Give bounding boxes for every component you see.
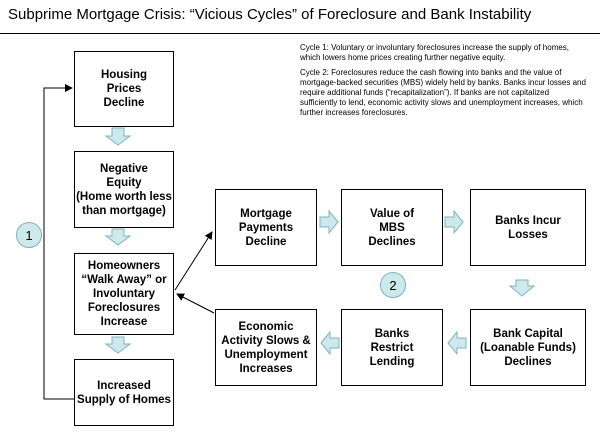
right-arrow-payments-to-mbs [319, 209, 339, 235]
housing-prices-decline-box: Housing Prices Decline [74, 51, 174, 127]
negative-equity-box: Negative Equity (Home worth less than mo… [74, 151, 174, 228]
cycle-1-number: 1 [25, 227, 33, 243]
negative-equity-label: Negative Equity (Home worth less than mo… [76, 162, 172, 217]
banks-incur-losses-box: Banks Incur Losses [470, 189, 586, 266]
mbs-value-declines-box: Value of MBS Declines [341, 189, 443, 266]
bank-capital-declines-box: Bank Capital (Loanable Funds) Declines [470, 309, 586, 386]
down-arrow-prices-to-equity [104, 127, 132, 146]
walk-away-to-payments-arrow [174, 231, 213, 291]
economic-activity-label: Economic Activity Slows & Unemployment I… [221, 320, 311, 375]
housing-prices-label: Housing Prices Decline [101, 69, 147, 109]
cycle-2-note: Cycle 2: Foreclosures reduce the cash fl… [300, 68, 586, 117]
economic-to-walk-away-arrow [176, 293, 215, 314]
cycle-1-marker: 1 [16, 222, 42, 248]
cycle-notes: Cycle 1: Voluntary or involuntary forecl… [300, 43, 588, 123]
cycle-2-marker: 2 [380, 272, 406, 298]
diagram-title: Subprime Mortgage Crisis: “Vicious Cycle… [8, 6, 532, 23]
title-divider [0, 33, 600, 34]
right-arrow-mbs-to-losses [444, 209, 464, 235]
increased-supply-label: Increased Supply of Homes [77, 379, 171, 406]
down-arrow-walk-away-to-supply [104, 336, 132, 354]
walk-away-label: Homeowners “Walk Away” or Involuntary Fo… [81, 260, 167, 328]
cycle-2-number: 2 [389, 277, 397, 293]
down-arrow-losses-to-capital [508, 279, 536, 297]
left-arrow-capital-to-restrict [447, 330, 467, 356]
restrict-lending-label: Banks Restrict Lending [369, 327, 415, 368]
banks-losses-label: Banks Incur Losses [495, 214, 561, 241]
mortgage-payments-label: Mortgage Payments Decline [238, 207, 294, 248]
cycle-1-note: Cycle 1: Voluntary or involuntary forecl… [300, 43, 570, 62]
cycle-1-feedback-line [43, 84, 74, 400]
mbs-label: Value of MBS Declines [368, 207, 416, 248]
mortgage-payments-decline-box: Mortgage Payments Decline [215, 189, 317, 266]
walk-away-foreclosures-box: Homeowners “Walk Away” or Involuntary Fo… [74, 253, 174, 335]
economic-activity-slows-box: Economic Activity Slows & Unemployment I… [215, 309, 317, 386]
down-arrow-equity-to-walk-away [104, 228, 132, 246]
banks-restrict-lending-box: Banks Restrict Lending [341, 309, 443, 386]
left-arrow-restrict-to-economic [320, 330, 340, 356]
bank-capital-label: Bank Capital (Loanable Funds) Declines [480, 327, 576, 368]
increased-supply-box: Increased Supply of Homes [74, 359, 174, 426]
